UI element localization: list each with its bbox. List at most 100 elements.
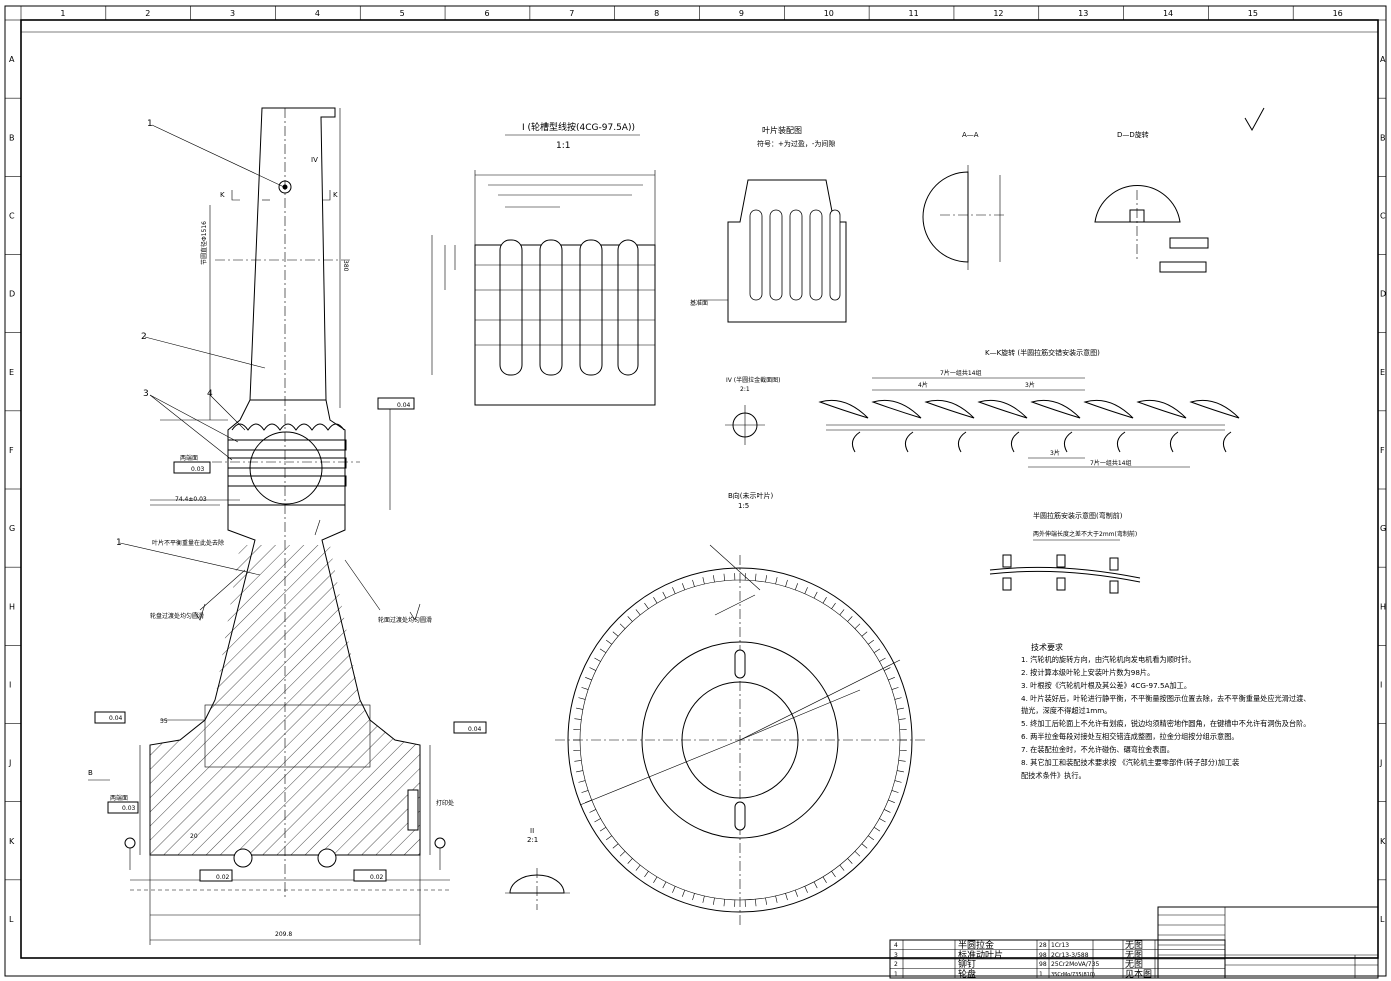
groove-tick [861, 843, 868, 849]
note-imbalance-removal: 叶片不平衡重量在此处去除 [152, 539, 224, 547]
requirement-line: 8. 其它加工和装配技术要求按 《汽轮机主要零部件(转子部分)加工装 [1021, 758, 1239, 767]
groove-tick [884, 809, 891, 813]
view-arrow-k-left: K [220, 191, 225, 199]
requirements-title: 技术要求 [1031, 642, 1063, 652]
roughness-note [1244, 107, 1265, 132]
groove-tick [627, 616, 633, 622]
groove-tick [672, 587, 676, 594]
kk-blade-tail [1169, 431, 1179, 453]
b-view-scale: 1:5 [738, 502, 749, 510]
tol-value: 0.04 [468, 726, 482, 733]
kk-blade-tail [1116, 431, 1126, 453]
requirement-line: 抛光，深度不得超过1mm。 [1021, 706, 1111, 715]
callout-2: 3 [143, 389, 149, 399]
datum-face-label: 基准面 [690, 299, 708, 307]
row-label: E [1380, 368, 1385, 377]
groove-tick [653, 876, 658, 883]
groove-tick [755, 899, 757, 907]
part-material: 1Cr13 [1051, 942, 1069, 949]
section-iv-scale: 2:1 [740, 386, 750, 393]
groove-tick [612, 843, 619, 849]
groove-tick [692, 893, 695, 901]
row-label: D [9, 290, 15, 299]
groove-tick [702, 577, 705, 585]
tol-value: 0.03 [191, 466, 205, 473]
groove-tick [692, 579, 695, 587]
groove-tick [775, 895, 778, 903]
view-marker-iv: IV [311, 156, 318, 164]
groove-tick [635, 864, 641, 871]
groove-tick [672, 886, 676, 893]
dim-35: 35 [160, 718, 168, 725]
row-label: C [1380, 211, 1386, 220]
callout-3: 2 [141, 332, 147, 342]
groove-tick [896, 707, 904, 710]
row-label: H [1380, 602, 1386, 611]
groove-tick [635, 609, 641, 616]
groove-tick [576, 770, 584, 773]
row-label: F [9, 446, 14, 455]
row-label: A [9, 55, 15, 64]
groove-tick [884, 667, 891, 671]
groove-tick [589, 809, 596, 813]
requirement-line: 7. 在装配拉金时，不允许碰伤、碾弯拉金表面。 [1021, 745, 1174, 754]
section-ii-view: II 2:1 [505, 827, 570, 910]
row-label: C [9, 211, 15, 220]
part-qty: 98 [1039, 952, 1047, 959]
groove-tick [839, 609, 845, 616]
kk-blade-profile [871, 399, 922, 419]
blade-assembly-note: 符号：+为过盈，-为间隙 [757, 139, 835, 148]
groove-tick [576, 707, 584, 710]
groove-tick [861, 631, 868, 637]
column-label: 12 [993, 9, 1003, 18]
section-kk-view: K—K旋转 (半圆拉筋交错安装示意图) 7片一组共14组 4片 3片 3片 7片… [818, 348, 1240, 468]
row-label: E [9, 368, 14, 377]
section-kk-title: K—K旋转 (半圆拉筋交错安装示意图) [985, 348, 1100, 357]
disc-callout-labels: 1 2 3 4 1 380 节圆直径Φ1516 两端面 两端面 74.4±0.0… [88, 119, 482, 938]
row-label: J [8, 759, 11, 768]
groove-tick [605, 639, 612, 645]
groove-tick [594, 657, 601, 662]
note-smooth-transition-left: 轮盘过渡处均匀圆滑 [150, 612, 204, 620]
row-label: J [1379, 759, 1382, 768]
row-label: F [1380, 446, 1385, 455]
groove-tick [594, 818, 601, 823]
groove-tick [868, 835, 875, 841]
lacing-note: 两外伸端长度之差不大于2mm(弯制前) [1033, 530, 1137, 538]
row-label: B [9, 133, 15, 142]
groove-tick [644, 602, 649, 609]
kk-group-bottom: 7片一组共14组 [1090, 459, 1131, 467]
requirement-line: 4. 叶片装好后，叶轮进行静平衡，不平衡量按图示位置去除，去不平衡重量处应光滑过… [1021, 694, 1310, 703]
tol-value: 0.04 [397, 402, 411, 409]
part-ref: 无图 [1125, 950, 1143, 961]
column-label: 1 [60, 9, 65, 18]
groove-tick [847, 616, 853, 622]
lacing-title: 半圆拉筋安装示意图(弯制前) [1033, 511, 1123, 520]
column-label: 7 [569, 9, 574, 18]
disc-section-view [88, 107, 487, 945]
groove-tick [682, 583, 686, 590]
groove-tick [627, 858, 633, 864]
callout-1-upper: 4 [207, 389, 213, 399]
callout-4: 1 [147, 119, 153, 129]
kk-blade-profile [1030, 399, 1081, 419]
part-no: 3 [894, 952, 898, 959]
blade-groove-ticks [573, 573, 907, 907]
requirement-line: 5. 终加工后轮面上不允许有划痕，锐边均须精密地作圆角，在键槽中不允许有洞伤及台… [1021, 719, 1310, 728]
lacing-installation-view: 半圆拉筋安装示意图(弯制前) 两外伸端长度之差不大于2mm(弯制前) [989, 511, 1141, 594]
groove-tick [574, 760, 582, 762]
kk-blade-profile [1189, 399, 1240, 419]
part-name: 铆钉 [958, 958, 976, 970]
groove-tick [879, 657, 886, 662]
groove-tick [682, 890, 686, 897]
section-aa-view: A—A [922, 131, 1005, 270]
groove-tick [702, 895, 705, 903]
groove-tick [888, 677, 895, 681]
blade-assembly-view: 叶片装配图 符号：+为过盈，-为间隙 基准面 [690, 125, 847, 323]
part-name: 轮盘 [958, 968, 976, 980]
dim-209-8: 209.8 [275, 931, 292, 938]
column-label: 11 [909, 9, 919, 18]
groove-tick [847, 858, 853, 864]
dim-pitch-diameter: 节圆直径Φ1516 [200, 221, 208, 265]
groove-tick [662, 881, 667, 889]
